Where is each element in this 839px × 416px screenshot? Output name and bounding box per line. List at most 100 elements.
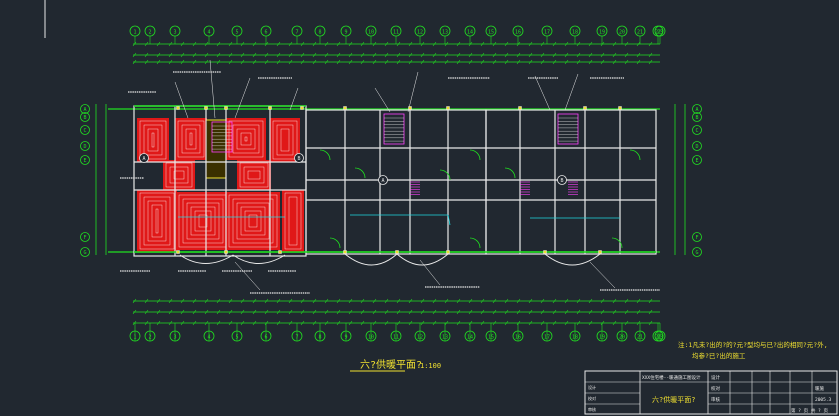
axis-label: C [695, 128, 698, 134]
axis-label: A [83, 107, 86, 113]
axis-bubble [654, 25, 666, 37]
axis-bubble [291, 25, 303, 37]
axis-label: 3 [173, 29, 176, 35]
axis-label: 7 [295, 29, 298, 35]
axis-label: B [695, 115, 698, 121]
axis-label: 4 [207, 334, 210, 340]
axis-label: 12 [417, 29, 423, 35]
axis-bubble [169, 330, 181, 342]
axis-label: 21 [637, 334, 643, 340]
axis-bubble [616, 330, 628, 342]
side-dimension-lines [95, 104, 686, 255]
axis-label: 2 [148, 334, 151, 340]
title-block-cell-3: 审核 [588, 406, 596, 412]
stair [557, 113, 579, 145]
axis-bubble [80, 104, 90, 114]
axis-label: 16 [515, 29, 521, 35]
axis-bubble [129, 25, 141, 37]
axis-bubble [464, 25, 476, 37]
axis-label: 16 [515, 334, 521, 340]
axis-bubble [654, 330, 666, 342]
title-block-project: XXX住宅楼--暖通施工图设计 [642, 374, 701, 381]
stair [383, 113, 405, 145]
axis-bubble [692, 247, 702, 257]
axis-label: 21 [637, 29, 643, 35]
axis-label: 11 [393, 29, 399, 35]
axis-label: 13 [442, 29, 448, 35]
axis-bubble [692, 141, 702, 151]
axis-bubble [414, 25, 426, 37]
title-block: XXX住宅楼--暖通施工图设计 六?供暖平面? 设计 校对 审核 暖施 2005… [584, 370, 838, 415]
bottom-dimension-ticks [132, 298, 653, 326]
axis-bubble [692, 155, 702, 165]
axis-label: 8 [318, 334, 321, 340]
axis-label: G [695, 250, 698, 256]
axis-bubble [129, 330, 141, 342]
axis-label: 17 [544, 334, 550, 340]
axis-bubble [390, 330, 402, 342]
axis-bubble [569, 330, 581, 342]
title-block-designer: 设计 [711, 374, 720, 381]
axis-bubble [260, 25, 272, 37]
bottom-dimension-lines [133, 300, 660, 324]
axis-bubble [144, 330, 156, 342]
axis-label: E [695, 158, 698, 164]
axis-label: 14 [467, 29, 473, 35]
axis-label: 20 [619, 334, 625, 340]
axis-bubble [596, 330, 608, 342]
axis-bubble [340, 330, 352, 342]
axis-bubble [365, 330, 377, 342]
heated-room [226, 192, 280, 250]
axis-bubble [80, 112, 90, 122]
room-letter: A [381, 178, 384, 184]
axis-bubble [464, 330, 476, 342]
axis-bubble [203, 25, 215, 37]
room-letter: B [297, 156, 300, 162]
axis-label: 6 [264, 29, 267, 35]
axis-bubble [414, 330, 426, 342]
axis-bubble [692, 125, 702, 135]
axis-label: D [695, 144, 698, 150]
axis-bubble [231, 25, 243, 37]
axis-bubble [314, 25, 326, 37]
axis-label: 10 [368, 334, 374, 340]
top-dimension-ticks [132, 41, 653, 65]
axis-label: 1 [133, 334, 136, 340]
note-line-2: 均参?已?出的施工 [692, 351, 746, 360]
axis-bubble [314, 330, 326, 342]
axis-label: G [83, 250, 86, 256]
axis-bubble [390, 25, 402, 37]
axis-label: 18 [572, 334, 578, 340]
title-block-cell-1: 设计 [588, 384, 596, 390]
bay-window-arcs [179, 253, 601, 266]
axis-label: 18 [572, 29, 578, 35]
axis-bubble [203, 330, 215, 342]
axis-bubble [596, 25, 608, 37]
axis-label: 7 [295, 334, 298, 340]
axis-label: 12 [417, 334, 423, 340]
axis-bubble [365, 25, 377, 37]
axis-bubble [616, 25, 628, 37]
heating-zone-unit-left [137, 118, 304, 252]
heated-room [237, 160, 271, 190]
title-block-drawing-name: 六?供暖平面? [652, 395, 695, 404]
axis-label: 23 [657, 29, 663, 35]
axis-label: 17 [544, 29, 550, 35]
axis-label: 19 [599, 29, 605, 35]
axis-bubble [692, 232, 702, 242]
axis-label: 19 [599, 334, 605, 340]
heated-room [163, 160, 195, 190]
stair-cores [211, 113, 579, 195]
axis-bubble [80, 232, 90, 242]
axis-label: 13 [442, 334, 448, 340]
axis-label: 15 [488, 29, 494, 35]
room-letter: A [142, 156, 145, 162]
stair [211, 121, 233, 153]
axis-label: B [83, 115, 86, 121]
axis-bubble [541, 25, 553, 37]
